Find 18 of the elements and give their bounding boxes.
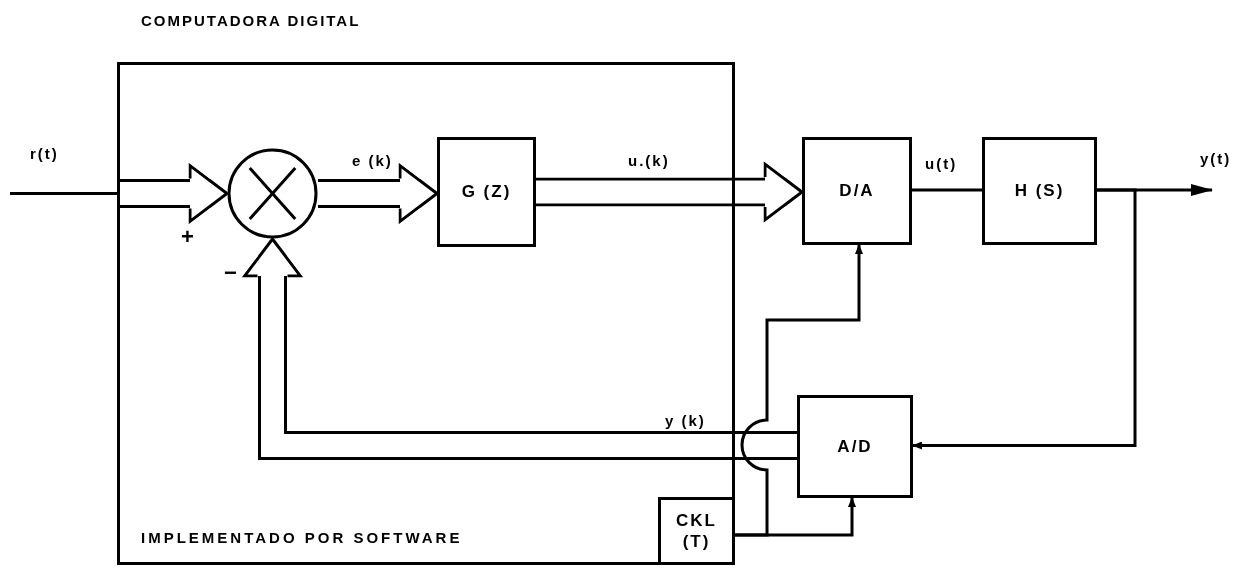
block-box: D/A [802, 137, 912, 245]
software-note: IMPLEMENTADO POR SOFTWARE [141, 527, 463, 548]
connector-arrow [912, 188, 1137, 450]
edge-label: r(t) [30, 144, 59, 164]
sign-label: + [181, 223, 194, 251]
heading-text: COMPUTADORA DIGITAL [141, 11, 361, 31]
edge-label: e (k) [352, 151, 393, 171]
sign-label: − [224, 259, 237, 287]
edge-label: u(t) [925, 154, 958, 174]
block-box: G (Z) [437, 137, 536, 247]
edge-label: u.(k) [628, 151, 670, 171]
edge-label: y(t) [1200, 149, 1232, 169]
block-box: CKL (T) [658, 497, 735, 565]
connector-arrow [735, 497, 856, 537]
summing-junction [227, 148, 318, 239]
edge-label: y (k) [665, 411, 706, 431]
block-box: H (S) [982, 137, 1097, 245]
block-box: A/D [797, 395, 913, 498]
